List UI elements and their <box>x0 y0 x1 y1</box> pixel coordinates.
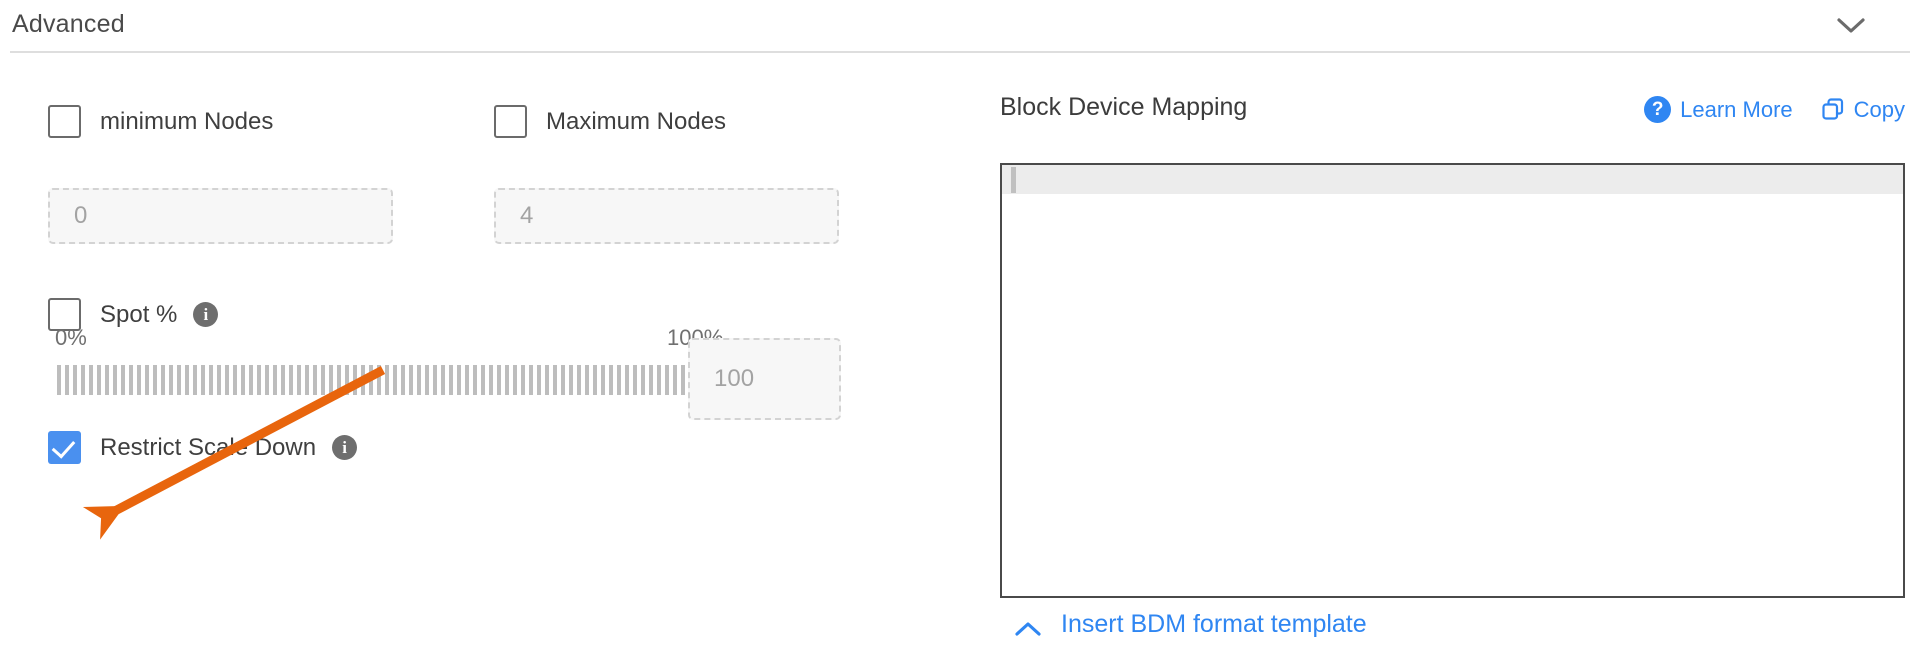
slider-min-label: 0% <box>55 325 87 350</box>
spot-percent-slider-group[interactable]: 0% 100% <box>55 325 745 415</box>
copy-icon <box>1821 97 1845 122</box>
insert-bdm-format-template-link[interactable]: Insert BDM format template <box>1014 610 1367 639</box>
insert-bdm-format-template-label: Insert BDM format template <box>1061 610 1367 638</box>
minimum-nodes-label: minimum Nodes <box>100 107 274 135</box>
maximum-nodes-input-placeholder: 4 <box>520 202 534 229</box>
block-device-mapping-title: Block Device Mapping <box>1000 93 1248 121</box>
chevron-down-icon[interactable] <box>1834 12 1868 38</box>
header-divider <box>10 51 1910 53</box>
copy-label: Copy <box>1853 96 1905 122</box>
spot-percent-value-placeholder: 100 <box>714 365 755 392</box>
advanced-settings-left-pane: minimum Nodes 0 Maximum Nodes 4 Spot % i… <box>0 53 980 656</box>
maximum-nodes-checkbox[interactable] <box>494 105 527 138</box>
advanced-section-header[interactable]: Advanced <box>0 0 1920 53</box>
minimum-nodes-input-placeholder: 0 <box>74 202 88 229</box>
learn-more-link[interactable]: ? Learn More <box>1644 96 1793 123</box>
restrict-scale-down-checkbox-row[interactable]: Restrict Scale Down i <box>48 431 358 464</box>
spot-percent-checkbox[interactable] <box>48 298 81 331</box>
minimum-nodes-input[interactable]: 0 <box>48 188 393 244</box>
learn-more-label: Learn More <box>1680 96 1793 122</box>
question-mark-circle-icon: ? <box>1644 96 1672 123</box>
restrict-scale-down-checkbox[interactable] <box>48 431 81 464</box>
bdm-header-actions: ? Learn More Copy <box>1644 96 1905 123</box>
minimum-nodes-checkbox-row[interactable]: minimum Nodes <box>48 105 273 138</box>
spot-percent-label: Spot % <box>100 300 178 328</box>
minimum-nodes-checkbox[interactable] <box>48 105 81 138</box>
maximum-nodes-checkbox-row[interactable]: Maximum Nodes <box>494 105 726 138</box>
maximum-nodes-input[interactable]: 4 <box>494 188 839 244</box>
maximum-nodes-label: Maximum Nodes <box>546 107 727 135</box>
bdm-code-editor[interactable] <box>1000 163 1905 598</box>
spot-percent-slider-track[interactable] <box>57 365 739 395</box>
copy-link[interactable]: Copy <box>1821 97 1905 123</box>
chevron-up-icon <box>1014 616 1042 636</box>
block-device-mapping-pane: Block Device Mapping ? Learn More Copy <box>1000 53 1920 656</box>
info-icon[interactable]: i <box>193 302 219 327</box>
editor-active-line <box>1002 165 1903 194</box>
info-icon[interactable]: i <box>332 435 358 460</box>
spot-percent-checkbox-row[interactable]: Spot % i <box>48 298 219 331</box>
section-title: Advanced <box>12 10 125 38</box>
restrict-scale-down-label: Restrict Scale Down <box>100 433 317 461</box>
spot-percent-value-input[interactable]: 100 <box>688 338 841 420</box>
editor-cursor-gutter-marker <box>1011 167 1016 193</box>
